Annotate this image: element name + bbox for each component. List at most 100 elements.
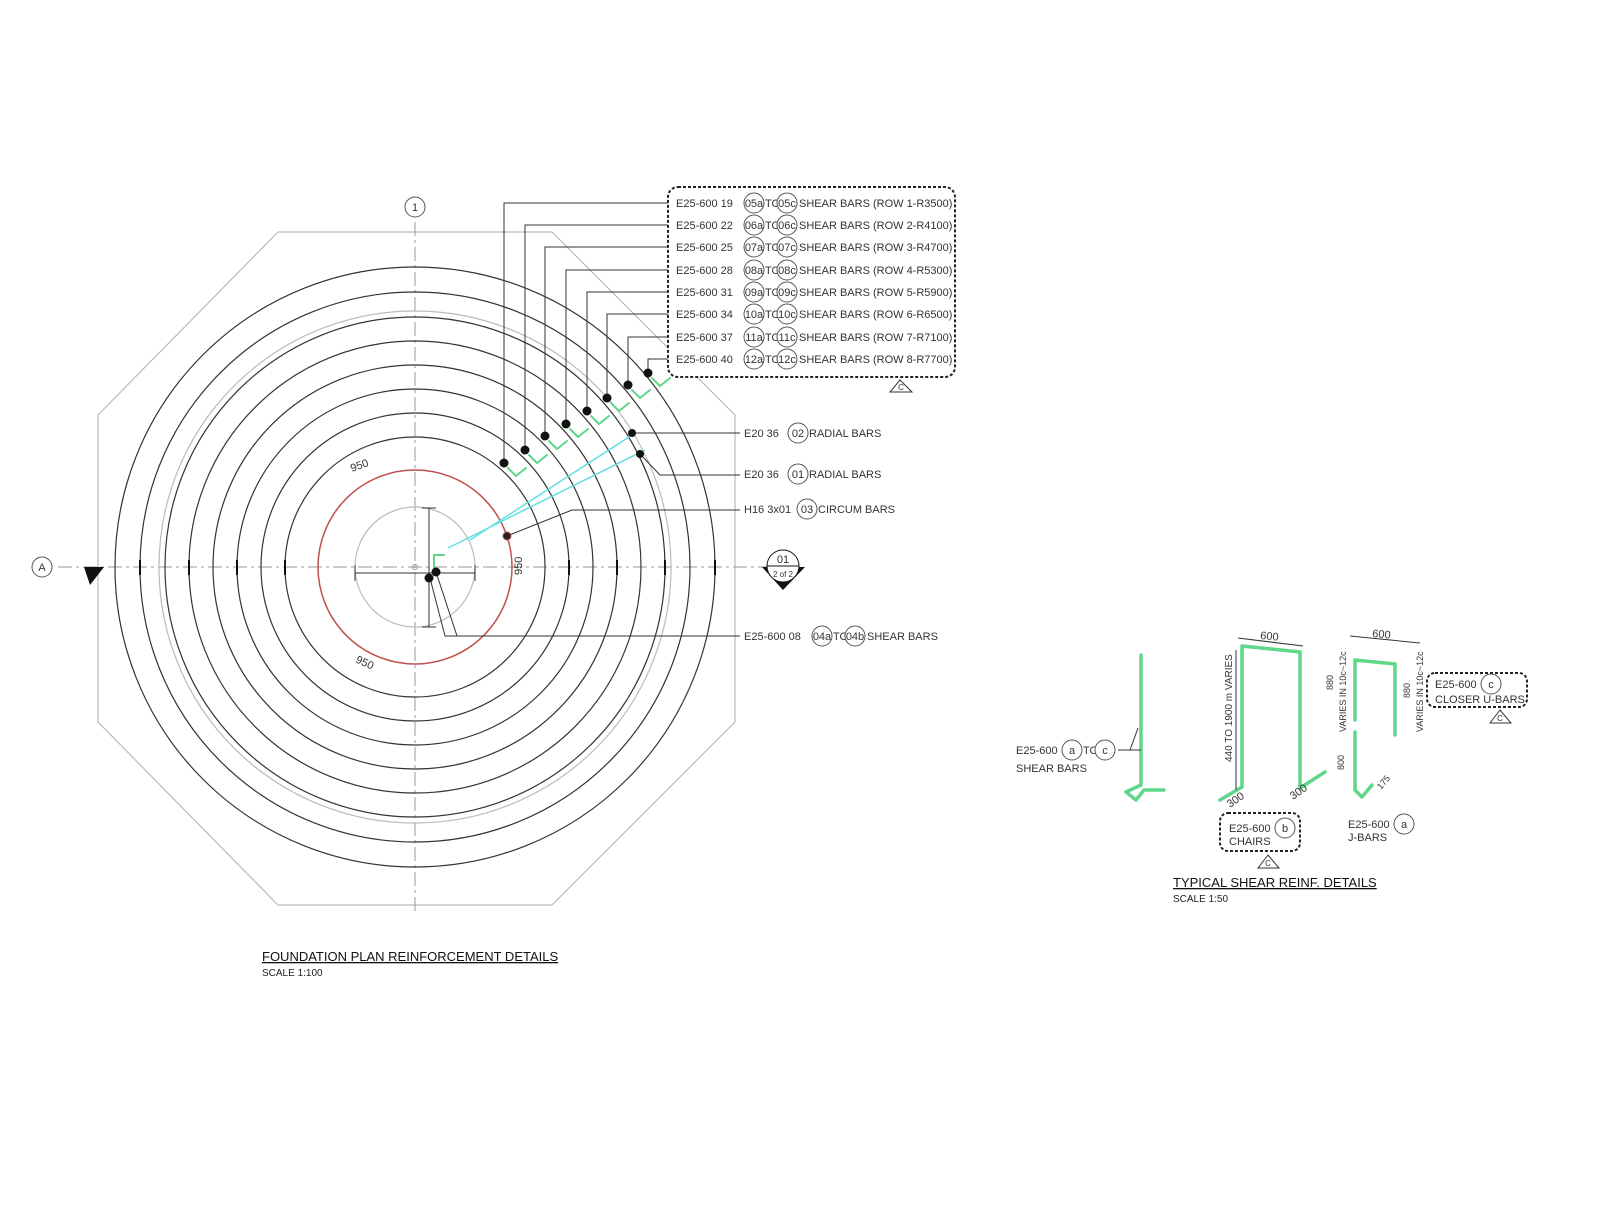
shear-row-prefix: E25-600 22 [676,220,733,232]
shear-detail-mark-circle [1061,739,1083,761]
radial-02-mark-circle [787,422,809,444]
row-leader-8 [647,358,672,373]
shear-detail-mark: a [1069,745,1076,757]
circum-03-prefix: H16 3x01 [744,504,791,516]
shear-row-mark-to: 09c [778,287,796,299]
shear-row-suffix: SHEAR BARS (ROW 4-R5300) [799,265,952,277]
shear-row-suffix: SHEAR BARS (ROW 7-R7100) [799,332,952,344]
closer-prefix: E25-600 [1435,679,1477,691]
shear-row-mark: 05a [745,198,764,210]
grid-bubble-a: A [31,556,53,578]
shear-row-suffix: SHEAR BARS (ROW 8-R7700) [799,354,952,366]
row-dot-7 [623,380,633,390]
details-scale: SCALE 1:50 [1173,894,1228,905]
chairs-text: CHAIRS [1229,836,1271,848]
row-dot-4 [561,419,571,429]
shear-bar-symbol [507,467,527,477]
shear-row-mark-to: 07c [778,242,796,254]
shear-row-mark-to-circle [776,303,798,325]
shear-row-to: TO [765,220,781,232]
shear-row-mark: 08a [745,265,764,277]
foundation-octagon [97,231,736,906]
shear-04-to: TO [833,631,849,643]
row-leader-1 [503,202,672,463]
closer-mark: c [1488,679,1494,691]
row-dot-1 [499,458,509,468]
shear-04-leader [429,577,740,637]
shear-row-mark-circle [743,281,765,303]
shear-row-prefix: E25-600 25 [676,242,733,254]
rev-tag-closer: C [1488,709,1513,724]
ubar-dim-right-val: 880 [1402,683,1412,698]
section-sheet: 2 of 2 [773,570,794,579]
chair-shape [1218,644,1327,802]
shear-row-mark-circle [743,326,765,348]
shear-bar-symbol [631,389,651,399]
shear-row-mark-to-circle [776,192,798,214]
pedestal-dims [354,507,476,628]
jbar-dim-hook: 175 [1375,773,1392,791]
plan-scale: SCALE 1:100 [262,968,323,979]
shear-row-mark: 12a [745,354,764,366]
shear-bar-symbol [590,415,610,425]
shear-bar-symbol [569,428,589,438]
shear-row-suffix: SHEAR BARS (ROW 1-R3500) [799,198,952,210]
shear-bar-04-symbol [433,554,445,569]
shear-row-prefix: E25-600 34 [676,309,733,321]
shear-rings [114,266,716,868]
u-bar-shape [1353,658,1397,737]
shear-row-mark-to-circle [776,259,798,281]
radial-bar-01 [447,449,646,549]
radial-02-dot [628,429,636,437]
shear-row-prefix: E25-600 37 [676,332,733,344]
shear-row-to: TO [765,354,781,366]
rev-tag-label: C [898,383,904,392]
shear-bar-shape [1124,653,1166,802]
shear-row-mark-circle [743,303,765,325]
shear-04-mark-circle [811,625,833,647]
shear-04-suffix: SHEAR BARS [867,631,938,643]
shear-row-mark-to-circle [776,326,798,348]
row-leader-6 [606,313,672,398]
shear-row-suffix: SHEAR BARS (ROW 2-R4100) [799,220,952,232]
radial-02-suffix: RADIAL BARS [809,428,881,440]
ubar-dim-right-note: VARIES IN 10c~12c [1415,651,1425,732]
ubar-dim-left-note: VARIES IN 10c~12c [1338,651,1348,732]
shear-row-mark-to-circle [776,214,798,236]
shear-row-mark: 09a [745,287,764,299]
shear-row-to: TO [765,287,781,299]
row-leader-7 [627,336,672,385]
shear-row-mark-to: 12c [778,354,796,366]
closer-cloud [1426,672,1528,708]
radial-01-dot [636,450,644,458]
closer-mark-circle [1480,673,1502,695]
shear-row-to: TO [765,242,781,254]
row-leader-2 [524,224,672,450]
shear-row-mark: 11a [745,332,763,344]
chair-dim-left-label: 300 [1225,790,1247,810]
shear-row-prefix: E25-600 40 [676,354,733,366]
circum-03-mark: 03 [801,504,813,516]
section-marker[interactable]: 01 2 of 2 [762,549,805,590]
shear-row-mark: 07a [745,242,764,254]
shear-detail-prefix: E25-600 [1016,745,1058,757]
jbars-mark-circle [1393,813,1415,835]
dim-950-right: 950 [513,557,525,575]
chairs-mark-circle [1274,817,1296,839]
row-dot-2 [520,445,530,455]
chairs-prefix: E25-600 [1229,823,1271,835]
shear-row-mark-to-circle [776,281,798,303]
shear-04-leader-b [435,571,458,637]
